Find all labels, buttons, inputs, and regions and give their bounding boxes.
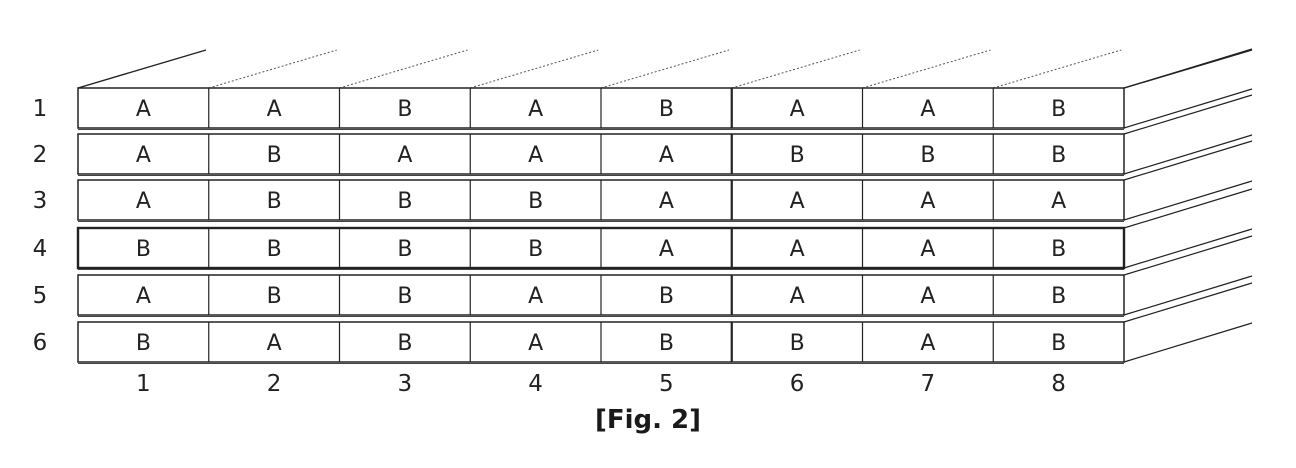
grid-cell: B bbox=[790, 331, 805, 356]
perspective-edge-line bbox=[77, 49, 207, 89]
layer-side-line bbox=[1123, 94, 1253, 135]
column-labels: 1 2 3 4 5 6 7 8 bbox=[136, 371, 1066, 397]
row-label: 6 bbox=[33, 330, 48, 356]
grid-cell: A bbox=[528, 143, 543, 168]
grid-cell: B bbox=[659, 97, 674, 122]
grid-cell: B bbox=[397, 331, 412, 356]
grid-cell: A bbox=[659, 143, 674, 168]
layer-side-line bbox=[1123, 140, 1253, 181]
row-label: 4 bbox=[33, 236, 48, 262]
grid-cell: A bbox=[659, 189, 674, 214]
grid-cell: B bbox=[267, 189, 282, 214]
grid-cell: B bbox=[528, 189, 543, 214]
grid-cell: B bbox=[267, 284, 282, 309]
grid-cell: A bbox=[136, 97, 151, 122]
layer-side-line bbox=[1123, 48, 1253, 89]
column-label: 6 bbox=[790, 371, 805, 397]
row-label: 5 bbox=[33, 283, 48, 309]
row-labels: 1 2 3 4 5 6 bbox=[33, 96, 48, 356]
layer-side-line bbox=[1123, 322, 1253, 363]
grid-cell: A bbox=[267, 331, 282, 356]
grid-cell: B bbox=[1051, 284, 1066, 309]
row-label: 1 bbox=[33, 96, 48, 122]
layer-side-line bbox=[1123, 275, 1253, 316]
grid-cell: B bbox=[790, 143, 805, 168]
column-label: 4 bbox=[528, 371, 543, 397]
grid-cell: A bbox=[790, 97, 805, 122]
row-label: 2 bbox=[33, 142, 48, 168]
grid-cell: B bbox=[1051, 237, 1066, 262]
grid-cell: A bbox=[136, 284, 151, 309]
layer-side-line bbox=[1123, 228, 1253, 269]
perspective-dotted-line bbox=[993, 49, 1122, 89]
perspective-dotted-line bbox=[208, 49, 337, 89]
grid-cell: A bbox=[920, 284, 935, 309]
grid-cell: B bbox=[267, 143, 282, 168]
grid-cell: B bbox=[659, 284, 674, 309]
grid-cell: B bbox=[1051, 143, 1066, 168]
row-label: 3 bbox=[33, 188, 48, 214]
grid-cell: A bbox=[920, 237, 935, 262]
grid-cell: A bbox=[920, 97, 935, 122]
grid-cell: A bbox=[528, 97, 543, 122]
layer-side-line bbox=[1123, 188, 1253, 229]
grid-cell: B bbox=[659, 331, 674, 356]
layer-side-line bbox=[1123, 134, 1253, 175]
column-label: 7 bbox=[921, 371, 936, 397]
layer-side-line bbox=[1123, 235, 1253, 276]
grid-cell: B bbox=[528, 237, 543, 262]
grid-cell: A bbox=[267, 97, 282, 122]
figure-caption: [Fig. 2] bbox=[595, 405, 701, 435]
column-label: 5 bbox=[659, 371, 674, 397]
grid-cell: B bbox=[920, 143, 935, 168]
grid-cell: B bbox=[397, 97, 412, 122]
layer-side-line bbox=[1123, 88, 1253, 129]
perspective-dotted-line bbox=[339, 49, 468, 89]
grid-cell: A bbox=[790, 189, 805, 214]
grid-cell: A bbox=[528, 284, 543, 309]
perspective-dotted-line bbox=[470, 49, 599, 89]
layer-side-line bbox=[1123, 282, 1253, 323]
column-label: 3 bbox=[398, 371, 413, 397]
grid-cell: A bbox=[920, 331, 935, 356]
grid-cell: A bbox=[136, 189, 151, 214]
grid-cell: A bbox=[920, 189, 935, 214]
grid-cell: B bbox=[397, 284, 412, 309]
grid-cell: B bbox=[136, 331, 151, 356]
column-label: 2 bbox=[267, 371, 282, 397]
grid-cell: A bbox=[397, 143, 412, 168]
grid-cell: B bbox=[1051, 97, 1066, 122]
grid-cell: A bbox=[790, 284, 805, 309]
grid-cell: B bbox=[1051, 331, 1066, 356]
grid-cell: A bbox=[659, 237, 674, 262]
grid-cell: A bbox=[1051, 189, 1066, 214]
grid-cell: B bbox=[136, 237, 151, 262]
grid-cell: B bbox=[267, 237, 282, 262]
grid-cell: A bbox=[136, 143, 151, 168]
perspective-dotted-line bbox=[862, 49, 991, 89]
perspective-dotted-line bbox=[731, 49, 860, 89]
layer-side-line bbox=[1123, 180, 1253, 221]
perspective-lines bbox=[77, 48, 1253, 363]
grid-cell: B bbox=[397, 237, 412, 262]
column-label: 1 bbox=[136, 371, 151, 397]
grid-cell: B bbox=[397, 189, 412, 214]
grid-cell: A bbox=[790, 237, 805, 262]
column-label: 8 bbox=[1051, 371, 1066, 397]
perspective-dotted-line bbox=[600, 49, 730, 89]
grid-cell: A bbox=[528, 331, 543, 356]
